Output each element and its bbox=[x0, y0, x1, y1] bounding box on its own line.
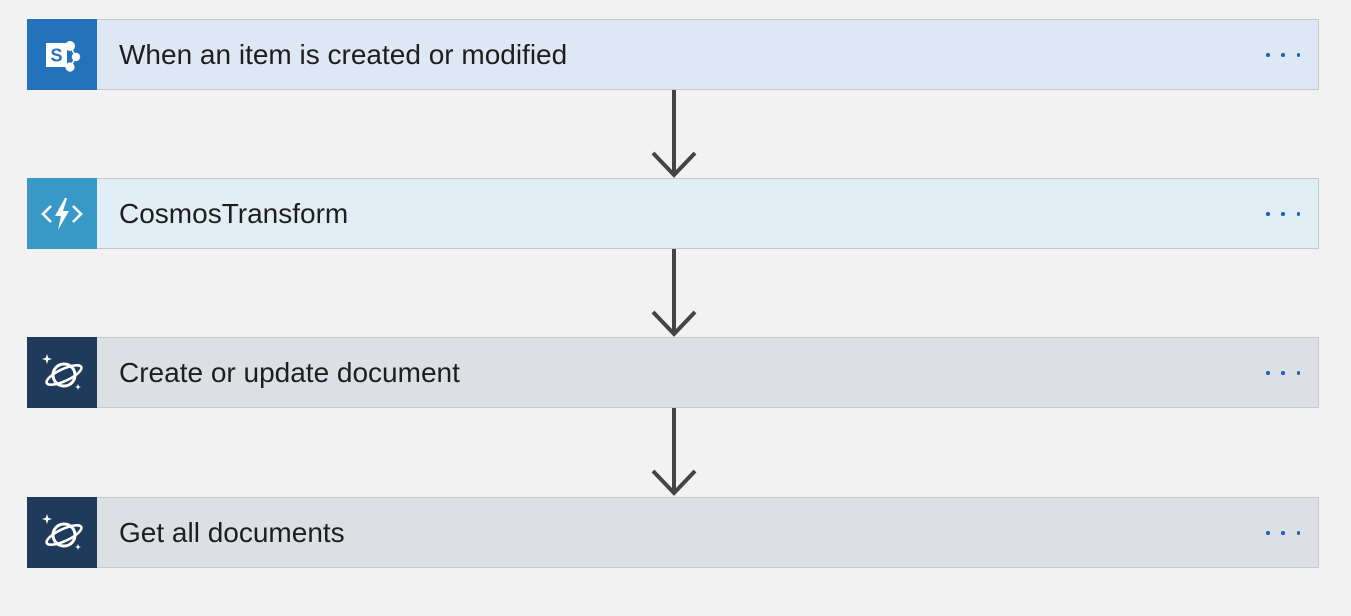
step-card-cosmos-create-update[interactable]: Create or update document bbox=[27, 337, 1319, 408]
more-options-button[interactable] bbox=[1264, 360, 1302, 386]
ellipsis-dot bbox=[1296, 53, 1300, 57]
down-arrow-connector bbox=[651, 408, 697, 496]
ellipsis-dot bbox=[1266, 53, 1270, 57]
ellipsis-dot bbox=[1281, 212, 1285, 216]
azure-functions-icon bbox=[27, 178, 97, 249]
ellipsis-dot bbox=[1266, 371, 1270, 375]
svg-text:S: S bbox=[50, 45, 62, 65]
step-card-sharepoint-trigger[interactable]: S When an item is created or modified bbox=[27, 19, 1319, 90]
ellipsis-dot bbox=[1281, 53, 1285, 57]
cosmos-db-icon bbox=[27, 337, 97, 408]
step-title: CosmosTransform bbox=[119, 198, 349, 229]
step-title: Get all documents bbox=[119, 517, 345, 548]
down-arrow-connector bbox=[651, 249, 697, 337]
ellipsis-dot bbox=[1296, 212, 1300, 216]
step-card-cosmos-get-all[interactable]: Get all documents bbox=[27, 497, 1319, 568]
more-options-button[interactable] bbox=[1264, 201, 1302, 227]
ellipsis-dot bbox=[1281, 371, 1285, 375]
step-title: Create or update document bbox=[119, 357, 460, 388]
ellipsis-dot bbox=[1266, 531, 1270, 535]
down-arrow-connector bbox=[651, 90, 697, 178]
step-card-azure-function[interactable]: CosmosTransform bbox=[27, 178, 1319, 249]
more-options-button[interactable] bbox=[1264, 42, 1302, 68]
cosmos-db-icon bbox=[27, 497, 97, 568]
more-options-button[interactable] bbox=[1264, 520, 1302, 546]
ellipsis-dot bbox=[1296, 531, 1300, 535]
sharepoint-icon: S bbox=[27, 19, 97, 90]
step-title: When an item is created or modified bbox=[119, 39, 568, 70]
ellipsis-dot bbox=[1296, 371, 1300, 375]
ellipsis-dot bbox=[1266, 212, 1270, 216]
ellipsis-dot bbox=[1281, 531, 1285, 535]
